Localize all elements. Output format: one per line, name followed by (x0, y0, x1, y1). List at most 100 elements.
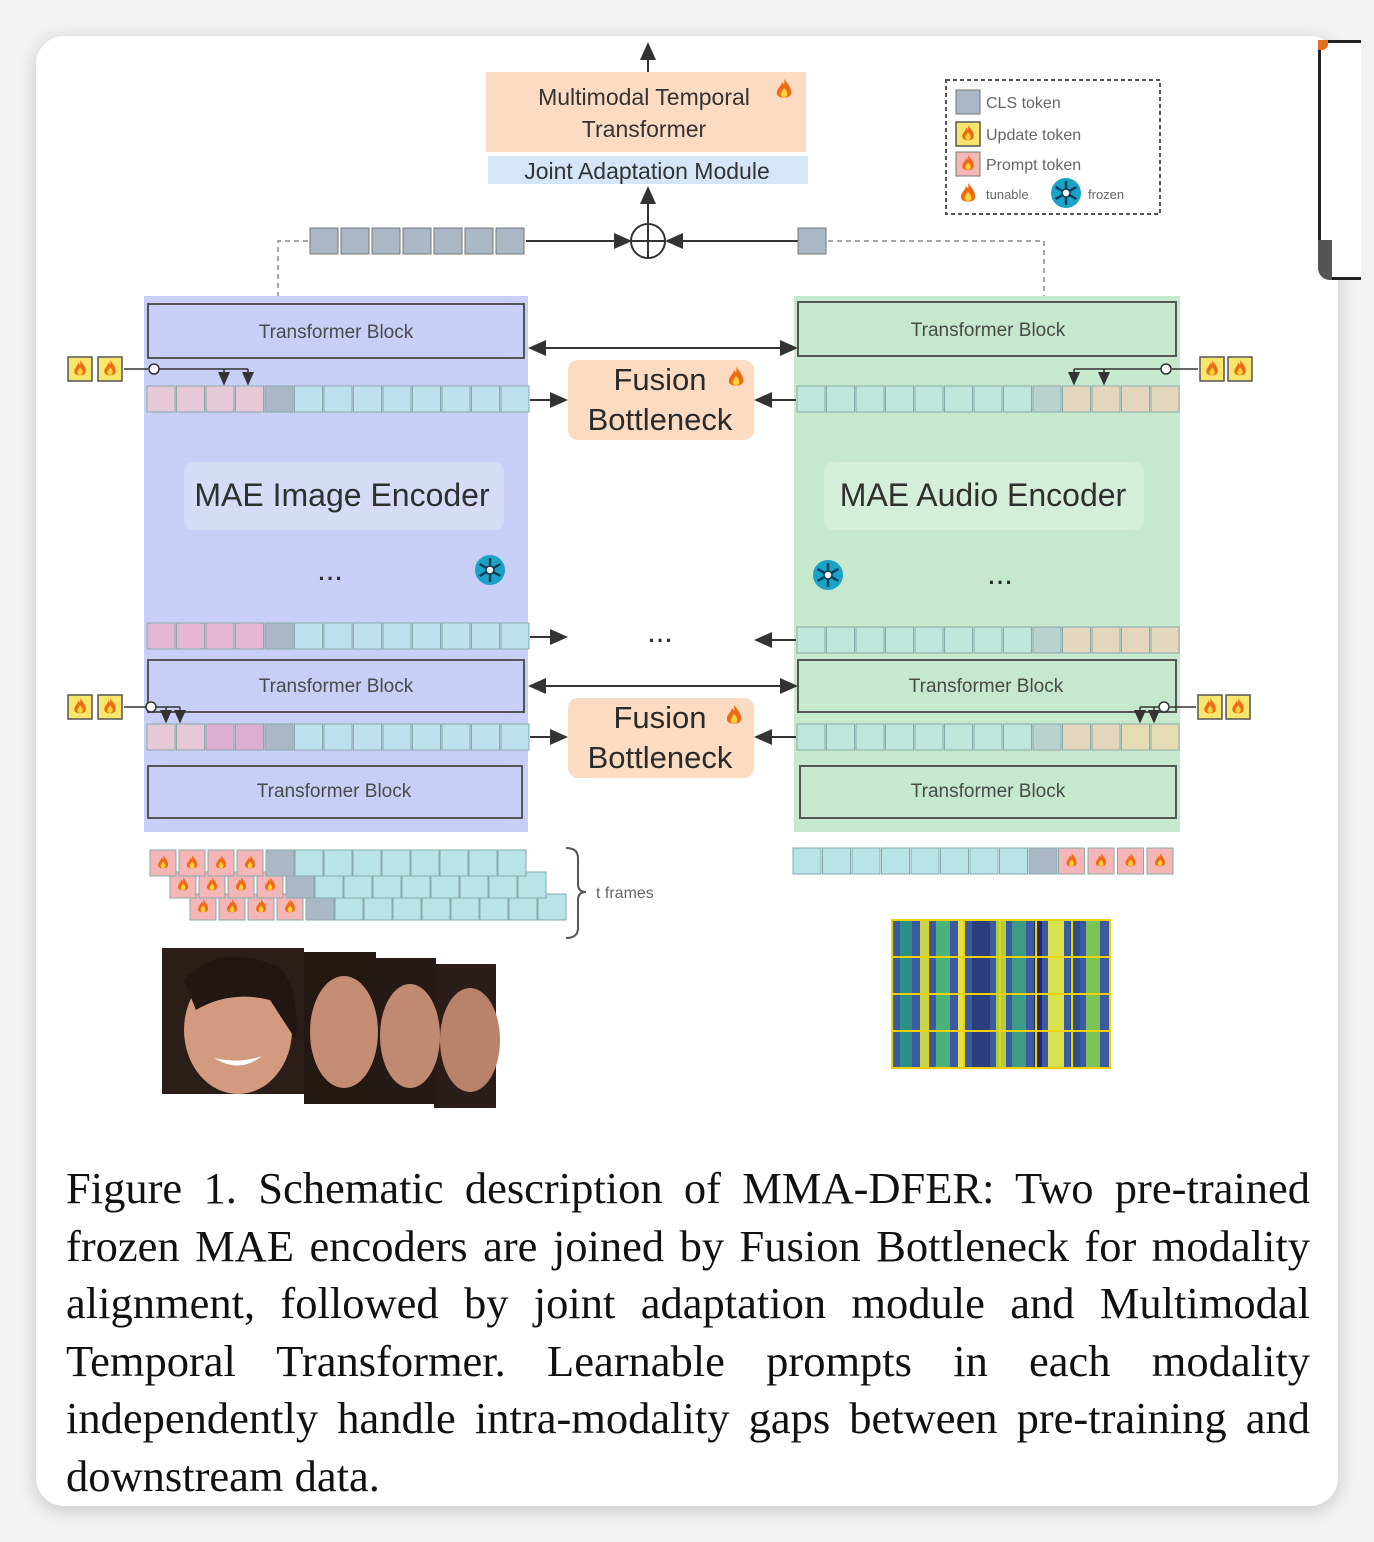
fusion-bottom-line1: Fusion (613, 700, 706, 735)
mmt-title-line1: Multimodal Temporal (538, 84, 750, 110)
face-frames-image (162, 948, 500, 1108)
patch-token (294, 385, 323, 413)
side-panel-tab[interactable] (1318, 40, 1361, 280)
audio-token-row-3 (796, 723, 1180, 751)
prompt-token (235, 723, 264, 751)
fusion-bottleneck-bottom (568, 698, 754, 778)
cls-token (1032, 385, 1062, 413)
cls-token (1032, 626, 1062, 654)
frames-brace (565, 847, 587, 939)
prompt-token (1150, 385, 1180, 413)
prompt-token (1091, 385, 1121, 413)
patch-token (352, 849, 382, 877)
legend-tunable-label: tunable (986, 187, 1029, 202)
patch-token (885, 626, 914, 654)
prompt-token (1062, 626, 1091, 654)
patch-token (973, 385, 1003, 413)
image-update-tokens-top (68, 357, 254, 386)
patch-token (294, 849, 324, 877)
prompt-token (1121, 723, 1150, 751)
patch-token (885, 723, 914, 751)
patch-token (910, 847, 940, 875)
prompt-token (205, 723, 235, 751)
image-token-row-1 (146, 385, 530, 413)
patch-token (441, 385, 471, 413)
prompt-token (205, 622, 235, 650)
joint-adaptation-module-label: Joint Adaptation Module (524, 158, 770, 184)
image-transformer-block-mid (147, 659, 525, 713)
audio-token-row-1 (796, 385, 1180, 413)
prompt-token (1121, 385, 1150, 413)
legend-prompt-swatch (956, 152, 980, 176)
patch-token (973, 723, 1003, 751)
cls-token (264, 723, 294, 751)
image-transformer-block-bottom (147, 765, 523, 819)
prompt-token (235, 385, 264, 413)
fusion-top-line2: Bottleneck (588, 402, 733, 437)
patch-token (382, 385, 412, 413)
multimodal-temporal-transformer-box (486, 72, 806, 152)
patch-token (796, 626, 826, 654)
patch-token (1003, 385, 1032, 413)
patch-token (944, 385, 973, 413)
audio-transformer-block-bottom (799, 765, 1177, 819)
audio-transformer-block-top (797, 301, 1177, 357)
patch-token (412, 385, 441, 413)
patch-token (851, 847, 881, 875)
patch-token (914, 723, 944, 751)
audio-block-mid-label: Transformer Block (909, 676, 1064, 697)
prompt-token (1091, 723, 1121, 751)
cls-token (265, 849, 295, 877)
prompt-token (176, 622, 205, 650)
patch-token (382, 723, 412, 751)
fusion-bottleneck-top (568, 360, 754, 440)
patch-token (497, 849, 527, 877)
patch-token (999, 847, 1028, 875)
audio-token-row-2 (796, 626, 1180, 654)
patch-token (412, 723, 441, 751)
mmt-title-line2: Transformer (582, 116, 707, 142)
center-ellipsis: ... (647, 614, 673, 649)
legend-box (945, 79, 1161, 215)
joint-adaptation-module-box (488, 156, 808, 184)
audio-block-top-label: Transformer Block (911, 320, 1066, 341)
image-encoder-label-box (184, 462, 504, 530)
audio-update-tokens-bottom (1134, 695, 1250, 724)
patch-token (914, 626, 944, 654)
audio-encoder-label: MAE Audio Encoder (840, 477, 1127, 513)
audio-snowflake-icon (811, 558, 845, 592)
patch-token (471, 622, 500, 650)
patch-token (323, 723, 353, 751)
audio-input-token-row (792, 847, 1174, 875)
prompt-token (1062, 723, 1091, 751)
patch-token (855, 723, 885, 751)
patch-token (796, 385, 826, 413)
audio-block-bottom-label: Transformer Block (911, 781, 1066, 802)
patch-token (410, 849, 440, 877)
image-token-row-2 (146, 622, 530, 650)
patch-token (471, 723, 500, 751)
patch-token (944, 626, 973, 654)
prompt-token (235, 622, 264, 650)
patch-token (323, 385, 353, 413)
image-ellipsis: ... (317, 552, 343, 587)
patch-token (969, 847, 999, 875)
patch-token (500, 723, 530, 751)
cls-token (1028, 847, 1058, 875)
patch-token (826, 723, 855, 751)
patch-token (441, 622, 471, 650)
audio-update-tokens-top (1068, 357, 1252, 386)
image-input-token-stack (149, 849, 567, 921)
patch-token (353, 723, 382, 751)
frames-label: t frames (596, 885, 654, 902)
cls-token (264, 622, 294, 650)
prompt-token (146, 385, 176, 413)
side-tab-handle[interactable] (1318, 240, 1332, 280)
legend-prompt-label: Prompt token (986, 157, 1081, 174)
patch-token (294, 723, 323, 751)
prompt-token (1150, 723, 1180, 751)
legend-update-swatch (956, 122, 980, 146)
prompt-token (176, 723, 205, 751)
cls-token (1032, 723, 1062, 751)
image-block-top-label: Transformer Block (259, 322, 414, 343)
